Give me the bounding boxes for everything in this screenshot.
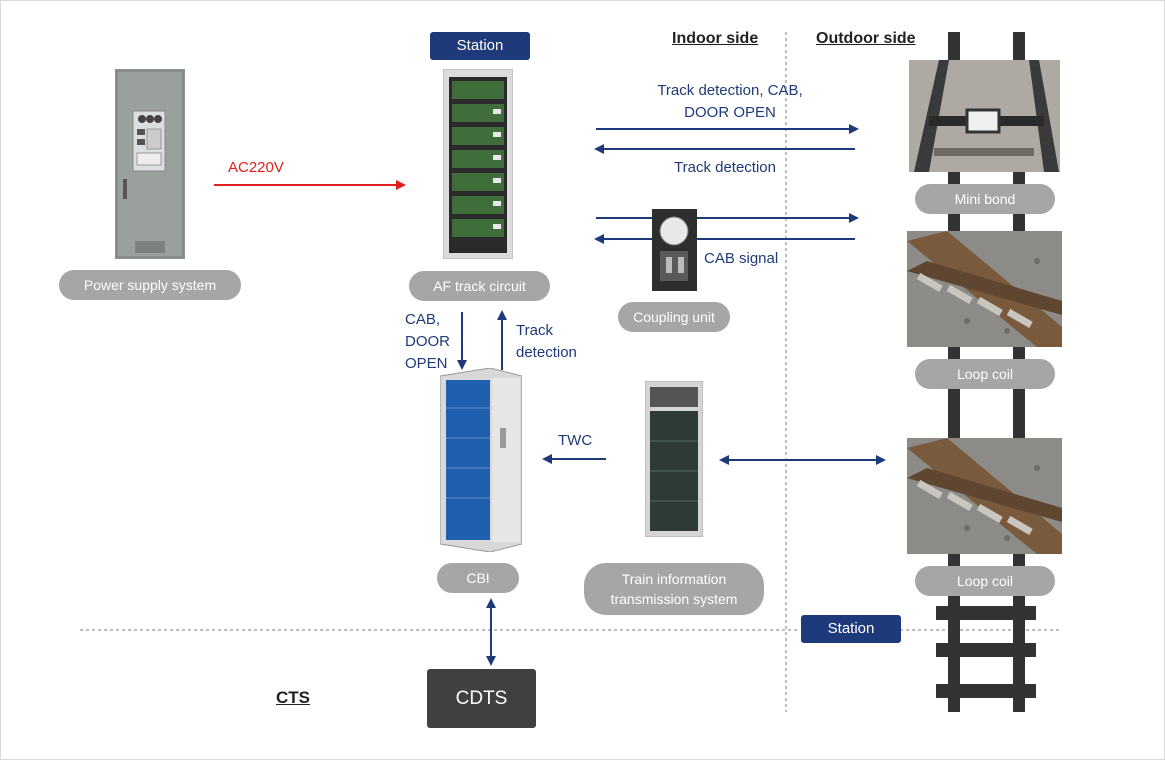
- loop-coil-label-2: Loop coil: [915, 566, 1055, 596]
- track-detection-line2: detection: [516, 344, 577, 361]
- mini-bond-label: Mini bond: [915, 184, 1055, 214]
- af-track-circuit-label: AF track circuit: [409, 271, 550, 301]
- af-track-circuit-rack-image: [443, 69, 513, 259]
- cdts-box: CDTS: [427, 669, 536, 728]
- train-info-label-line1: Train information: [621, 571, 727, 587]
- train-info-label-line2: transmission system: [610, 591, 738, 607]
- power-supply-label: Power supply system: [59, 270, 241, 300]
- track-detection-text: Track detection: [674, 159, 776, 176]
- track-cab-door-line2: DOOR OPEN: [684, 104, 776, 121]
- cab-door-open-line1: CAB,: [405, 311, 441, 328]
- outdoor-side-header: Outdoor side: [816, 30, 916, 47]
- cts-header: CTS: [276, 688, 310, 707]
- loop-coil-image-2: [907, 438, 1062, 554]
- cab-door-open-line3: OPEN: [405, 355, 448, 372]
- cab-door-open-line2: DOOR: [405, 333, 450, 350]
- track-cab-door-text: Track detection, CAB, DOOR OPEN: [640, 80, 820, 124]
- twc-text: TWC: [558, 432, 593, 449]
- cbi-label: CBI: [437, 563, 519, 593]
- power-supply-cabinet-image: [115, 69, 185, 259]
- coupling-unit-image: [652, 209, 697, 291]
- cab-signal-text: CAB signal: [704, 250, 779, 267]
- track-detection-vertical-text: Track detection: [516, 320, 577, 364]
- train-info-rack-image: [645, 381, 703, 537]
- train-info-label: Train information transmission system: [584, 563, 764, 615]
- indoor-side-header: Indoor side: [672, 30, 759, 47]
- ac220v-text: AC220V: [228, 159, 284, 176]
- coupling-unit-label: Coupling unit: [618, 302, 730, 332]
- cbi-rack-image: [440, 368, 522, 552]
- mini-bond-image: [909, 60, 1060, 172]
- station-label-top: Station: [430, 32, 530, 60]
- loop-coil-image-1: [907, 231, 1062, 347]
- loop-coil-label-1: Loop coil: [915, 359, 1055, 389]
- cab-door-open-text: CAB, DOOR OPEN: [405, 309, 450, 375]
- track-detection-line1: Track: [516, 322, 553, 339]
- station-label-bottom: Station: [801, 615, 901, 643]
- track-cab-door-line1: Track detection, CAB,: [657, 82, 803, 99]
